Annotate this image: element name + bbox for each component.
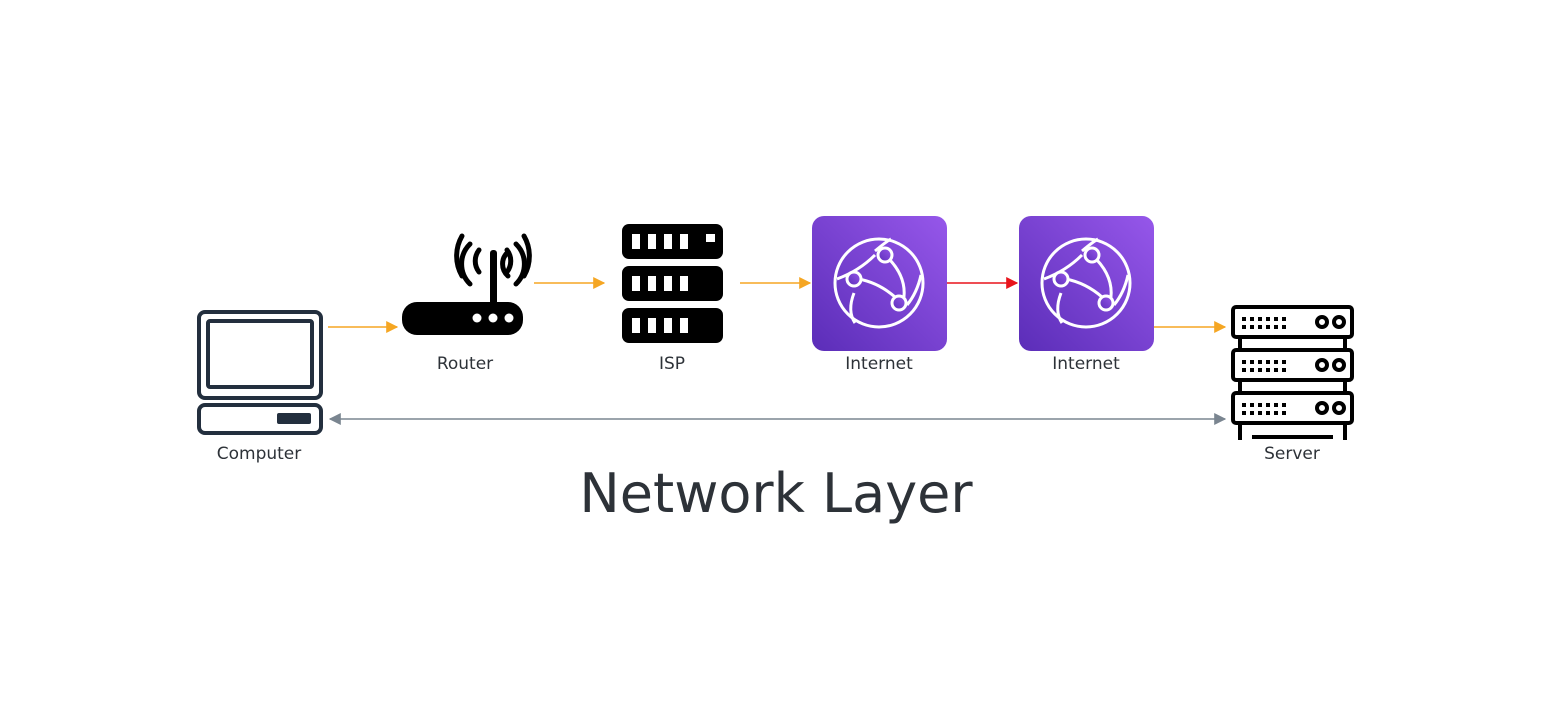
router-label: Router bbox=[437, 354, 493, 374]
server-rack-icon bbox=[1231, 305, 1354, 440]
internet-1-label: Internet bbox=[845, 354, 913, 374]
node-server: Server bbox=[1231, 305, 1354, 464]
computer-icon bbox=[197, 310, 323, 435]
router-icon bbox=[402, 233, 532, 335]
isp-label: ISP bbox=[659, 354, 685, 374]
node-computer: Computer bbox=[197, 310, 323, 464]
isp-server-icon bbox=[622, 224, 723, 343]
node-router: Router bbox=[402, 233, 532, 374]
server-label: Server bbox=[1264, 444, 1320, 464]
internet-globe-icon bbox=[812, 216, 947, 351]
node-internet-2: Internet bbox=[1019, 216, 1154, 374]
computer-label: Computer bbox=[217, 444, 302, 464]
node-isp: ISP bbox=[622, 224, 723, 374]
internet-globe-icon bbox=[1019, 216, 1154, 351]
node-internet-1: Internet bbox=[812, 216, 947, 374]
diagram-title: Network Layer bbox=[579, 462, 973, 525]
internet-2-label: Internet bbox=[1052, 354, 1120, 374]
